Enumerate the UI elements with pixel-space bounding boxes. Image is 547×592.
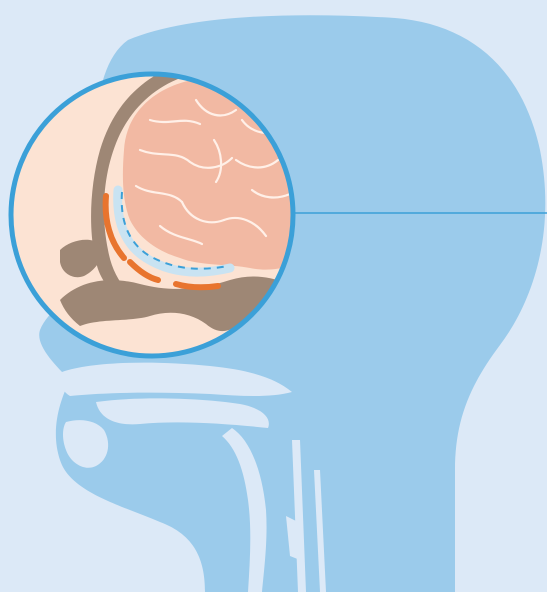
highlight-arc-lower <box>176 284 218 287</box>
